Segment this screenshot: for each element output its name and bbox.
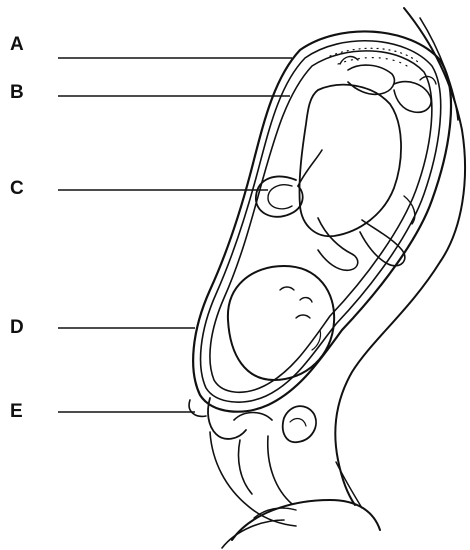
label-a: A: [10, 35, 24, 54]
maternal-thigh: [222, 500, 380, 548]
label-e: E: [10, 402, 23, 421]
label-b: B: [10, 83, 24, 102]
label-c: C: [10, 179, 24, 198]
umbilical-cord: [256, 150, 322, 217]
label-d: D: [10, 318, 24, 337]
leader-lines: [58, 58, 292, 412]
fetal-body: [299, 57, 436, 271]
pubic-bone: [283, 406, 316, 442]
